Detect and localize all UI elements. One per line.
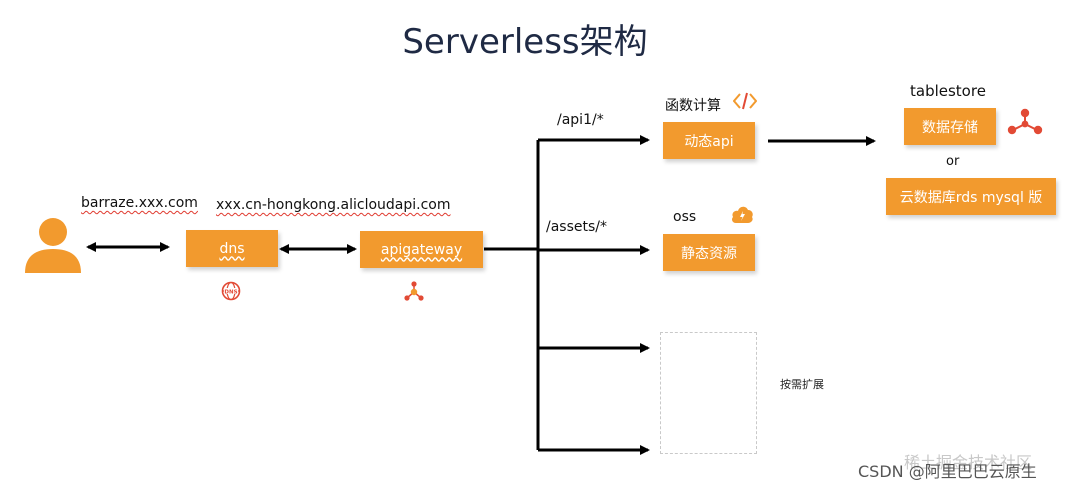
- dynamic-api-box-label: 动态api: [684, 133, 734, 150]
- static-resources-box-label: 静态资源: [681, 245, 737, 262]
- function-compute-icon: [733, 92, 757, 110]
- gateway-domain-label: xxx.cn-hongkong.alicloudapi.com: [216, 197, 451, 213]
- dynamic-api-box: 动态api: [663, 122, 755, 159]
- or-label: or: [946, 154, 960, 169]
- dns-box: dns: [186, 230, 278, 267]
- gateway-hub-icon: [404, 281, 424, 301]
- static-resources-box: 静态资源: [663, 234, 755, 271]
- oss-cloud-icon: [732, 206, 753, 223]
- apigateway-box-label: apigateway: [380, 241, 463, 258]
- dns-globe-icon: DNS: [221, 281, 241, 301]
- expand-label: 按需扩展: [780, 378, 824, 391]
- apigateway-box: apigateway: [360, 231, 483, 268]
- cloud-db-box: 云数据库rds mysql 版: [886, 178, 1056, 215]
- diagram-title: Serverless架构: [402, 22, 648, 62]
- tablestore-label: tablestore: [910, 82, 986, 100]
- route-assets-label: /assets/*: [546, 219, 607, 235]
- route-api-label: /api1/*: [557, 112, 604, 128]
- svg-text:DNS: DNS: [224, 289, 237, 295]
- watermark-ghost: 稀土掘金技术社区: [904, 453, 1033, 472]
- tablestore-share-icon: [1007, 108, 1043, 135]
- data-storage-box: 数据存储: [904, 108, 996, 145]
- data-storage-box-label: 数据存储: [922, 119, 978, 136]
- user-icon: [25, 218, 81, 273]
- cloud-db-box-label: 云数据库rds mysql 版: [899, 189, 1043, 206]
- dns-box-label: dns: [219, 240, 245, 257]
- oss-label: oss: [673, 209, 697, 225]
- function-compute-label: 函数计算: [665, 98, 721, 114]
- watermark-main: CSDN @阿里巴巴云原生: [858, 462, 1037, 481]
- user-domain-label: barraze.xxx.com: [81, 195, 198, 211]
- expansion-placeholder: [660, 332, 757, 454]
